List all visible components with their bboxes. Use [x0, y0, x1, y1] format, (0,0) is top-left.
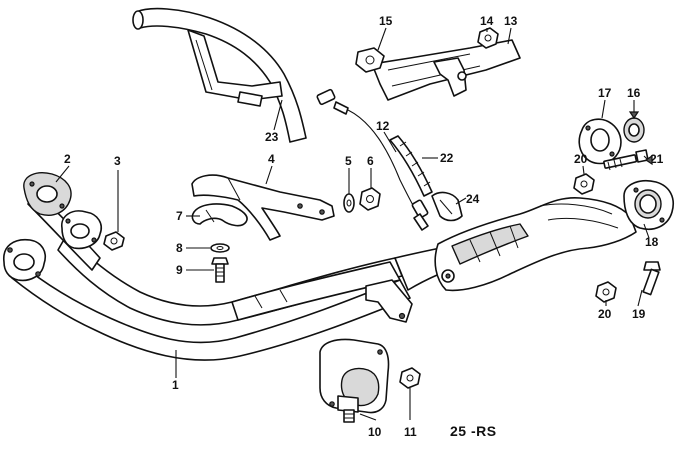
pipe-hanger-bracket — [365, 279, 413, 323]
clip-part-15 — [355, 47, 385, 73]
callout-3: 3 — [114, 154, 121, 168]
diagram-code: 25 -RS — [450, 423, 497, 439]
nut-part-14 — [477, 27, 499, 49]
callout-17: 17 — [598, 86, 612, 100]
clip-part-24 — [431, 191, 463, 222]
callout-8: 8 — [176, 241, 183, 255]
washer-part-5 — [343, 193, 355, 213]
callout-7: 7 — [176, 209, 183, 223]
callout-10: 10 — [368, 425, 382, 439]
callout-labels: 1 2 3 4 5 6 7 8 9 10 11 12 13 14 15 16 1… — [64, 14, 664, 439]
leader-lines — [55, 27, 650, 421]
callout-22: 22 — [440, 151, 454, 165]
bracket-part-4 — [191, 174, 335, 241]
callout-15: 15 — [379, 14, 393, 28]
oxygen-sensor-part-12 — [316, 88, 429, 231]
callout-18: 18 — [645, 235, 659, 249]
callout-20-upper: 20 — [574, 152, 588, 166]
callout-9: 9 — [176, 263, 183, 277]
bracket-part-23 — [132, 7, 307, 143]
catalytic-converter — [434, 197, 637, 292]
callout-14: 14 — [480, 14, 494, 28]
callout-24: 24 — [466, 192, 480, 206]
tube-part-22 — [389, 135, 433, 197]
callout-1: 1 — [172, 378, 179, 392]
callout-5: 5 — [345, 154, 352, 168]
flange-part-18 — [623, 180, 674, 230]
arrow-pointers — [628, 111, 653, 166]
callout-11: 11 — [404, 425, 417, 439]
bolt-part-19 — [642, 261, 661, 296]
crossmember-part-13 — [371, 39, 521, 101]
flange-part-17 — [578, 118, 622, 165]
callout-12: 12 — [376, 119, 390, 133]
callout-23: 23 — [265, 130, 279, 144]
nut-part-20-lower — [595, 281, 617, 303]
nut-part-11 — [399, 367, 421, 389]
callout-19: 19 — [632, 307, 646, 321]
callout-20-lower: 20 — [598, 307, 612, 321]
clamp-part-7 — [191, 203, 248, 227]
callout-4: 4 — [268, 152, 275, 166]
front-exhaust-pipe — [3, 191, 471, 361]
mount-part-10 — [319, 338, 390, 423]
gasket-part-16 — [623, 117, 645, 143]
callout-2: 2 — [64, 152, 71, 166]
nut-part-6 — [359, 187, 381, 211]
callout-6: 6 — [367, 154, 374, 168]
washer-part-8 — [210, 243, 230, 253]
gasket-part-2 — [23, 172, 72, 216]
callout-13: 13 — [504, 14, 518, 28]
nut-part-3 — [103, 231, 125, 251]
callout-21: 21 — [650, 152, 664, 166]
callout-16: 16 — [627, 86, 641, 100]
nut-part-20-upper — [573, 173, 595, 195]
bolt-part-9 — [211, 257, 229, 283]
